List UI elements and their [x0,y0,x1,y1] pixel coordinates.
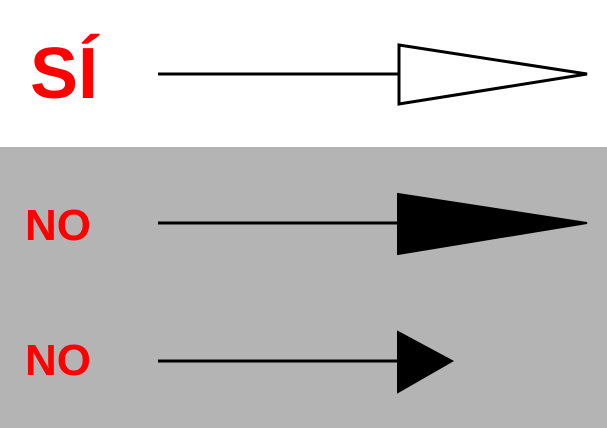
arrowhead-filled-short-icon [397,330,455,394]
arrow-filled-long [158,192,588,256]
arrow-filled-short [158,330,455,394]
no-label-1: NO [25,201,91,250]
arrowhead-outline-icon [397,43,588,106]
arrow-outline-long [158,43,588,106]
yes-label: SÍ [30,34,99,114]
incorrect-examples-panel [0,147,607,428]
arrowhead-filled-long-icon [397,192,588,256]
no-label-2: NO [25,336,91,385]
